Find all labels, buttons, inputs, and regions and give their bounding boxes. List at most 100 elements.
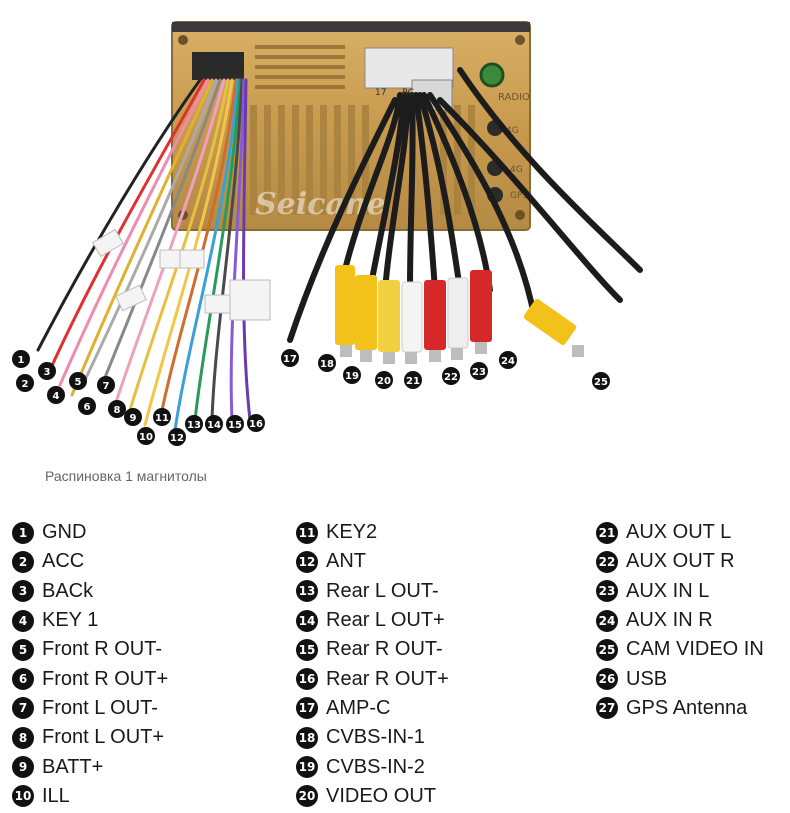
legend-label: CAM VIDEO IN bbox=[626, 638, 764, 661]
number-badge: 22 bbox=[596, 550, 618, 573]
number-badge: 13 bbox=[296, 580, 318, 603]
svg-text:8: 8 bbox=[114, 405, 121, 416]
number-badge: 25 bbox=[596, 638, 618, 661]
legend-item-cam-video-in: 25 CAM VIDEO IN bbox=[596, 635, 764, 664]
legend-label: AUX IN R bbox=[626, 609, 713, 632]
callout-16: 16 bbox=[247, 414, 265, 432]
svg-text:12: 12 bbox=[170, 433, 184, 444]
callout-22: 22 bbox=[442, 367, 460, 385]
connector-label-17: 17 bbox=[375, 88, 386, 98]
callout-21: 21 bbox=[404, 371, 422, 389]
callout-24: 24 bbox=[499, 351, 517, 369]
svg-text:15: 15 bbox=[228, 420, 242, 431]
callout-9: 9 bbox=[124, 408, 142, 426]
number-badge: 12 bbox=[296, 550, 318, 573]
gps-port-label: GPS bbox=[510, 191, 528, 201]
svg-text:1: 1 bbox=[18, 355, 25, 366]
rca-plugs bbox=[335, 265, 584, 364]
legend-label: AUX OUT L bbox=[626, 521, 732, 544]
legend-label: AUX IN L bbox=[626, 579, 710, 602]
chassis: RADIO 4G 4G GPS Seicane bbox=[171, 21, 531, 231]
number-badge: 17 bbox=[296, 697, 318, 720]
legend-label: AUX OUT R bbox=[626, 550, 735, 573]
legend-label: BACk bbox=[42, 579, 94, 602]
number-badge: 20 bbox=[296, 785, 318, 808]
svg-text:23: 23 bbox=[472, 367, 486, 378]
number-badge: 26 bbox=[596, 668, 618, 691]
number-badge: 15 bbox=[296, 638, 318, 661]
rca-cable-bundle bbox=[287, 67, 643, 343]
callout-2: 2 bbox=[16, 374, 34, 392]
callout-13: 13 bbox=[185, 415, 203, 433]
legend-label: CVBS-IN-1 bbox=[326, 726, 425, 749]
callout-10: 10 bbox=[137, 427, 155, 445]
svg-text:19: 19 bbox=[345, 371, 359, 382]
legend-item-aux-out-r: 22 AUX OUT R bbox=[596, 547, 764, 576]
legend-label: ANT bbox=[326, 550, 366, 573]
radio-port-label: RADIO bbox=[498, 92, 530, 103]
callout-5: 5 bbox=[69, 372, 87, 390]
callout-8: 8 bbox=[108, 400, 126, 418]
number-badge: 16 bbox=[296, 668, 318, 691]
number-badge: 10 bbox=[12, 785, 34, 808]
number-badge: 19 bbox=[296, 756, 318, 779]
legend-item-front-r-out-plus: 6 Front R OUT+ bbox=[12, 664, 168, 693]
4g-port-label-a: 4G bbox=[506, 126, 519, 136]
svg-text:17: 17 bbox=[283, 354, 297, 365]
legend-item-amp-c: 17 AMP-C bbox=[296, 694, 449, 723]
number-badge: 8 bbox=[12, 726, 34, 749]
svg-text:3: 3 bbox=[44, 367, 51, 378]
legend-label: Front R OUT- bbox=[42, 638, 163, 661]
callout-1: 1 bbox=[12, 350, 30, 368]
callout-numbers: 1 2 3 4 5 6 7 8 9 10 11 12 13 14 15 16 1… bbox=[12, 349, 610, 446]
legend-label: VIDEO OUT bbox=[326, 784, 437, 807]
svg-text:5: 5 bbox=[75, 377, 82, 388]
svg-text:4: 4 bbox=[53, 391, 60, 402]
svg-text:6: 6 bbox=[84, 402, 91, 413]
number-badge: 9 bbox=[12, 756, 34, 779]
callout-4: 4 bbox=[47, 386, 65, 404]
legend-label: Rear L OUT+ bbox=[326, 609, 445, 632]
callout-20: 20 bbox=[375, 371, 393, 389]
legend-item-front-l-out-plus: 8 Front L OUT+ bbox=[12, 723, 168, 752]
svg-text:25: 25 bbox=[594, 377, 608, 388]
callout-6: 6 bbox=[78, 397, 96, 415]
head-unit-wiring-photo: RADIO 4G 4G GPS Seicane bbox=[12, 21, 643, 446]
number-badge: 6 bbox=[12, 668, 34, 691]
legend-label: Front L OUT+ bbox=[42, 726, 165, 749]
legend-label: KEY 1 bbox=[42, 609, 99, 632]
legend-label: CVBS-IN-2 bbox=[326, 755, 425, 778]
svg-text:2: 2 bbox=[22, 379, 29, 390]
legend-item-ant: 12 ANT bbox=[296, 547, 449, 576]
callout-3: 3 bbox=[38, 362, 56, 380]
callout-14: 14 bbox=[205, 415, 223, 433]
legend-label: AMP-C bbox=[326, 696, 391, 719]
legend-label: Front R OUT+ bbox=[42, 667, 169, 690]
power-speaker-harness bbox=[36, 78, 252, 432]
callout-18: 18 bbox=[318, 354, 336, 372]
svg-text:20: 20 bbox=[377, 376, 391, 387]
number-badge: 1 bbox=[12, 521, 34, 544]
legend-label: GPS Antenna bbox=[626, 696, 748, 719]
callout-19: 19 bbox=[343, 366, 361, 384]
svg-text:7: 7 bbox=[103, 381, 110, 392]
legend-item-video-out: 20 VIDEO OUT bbox=[296, 782, 449, 811]
